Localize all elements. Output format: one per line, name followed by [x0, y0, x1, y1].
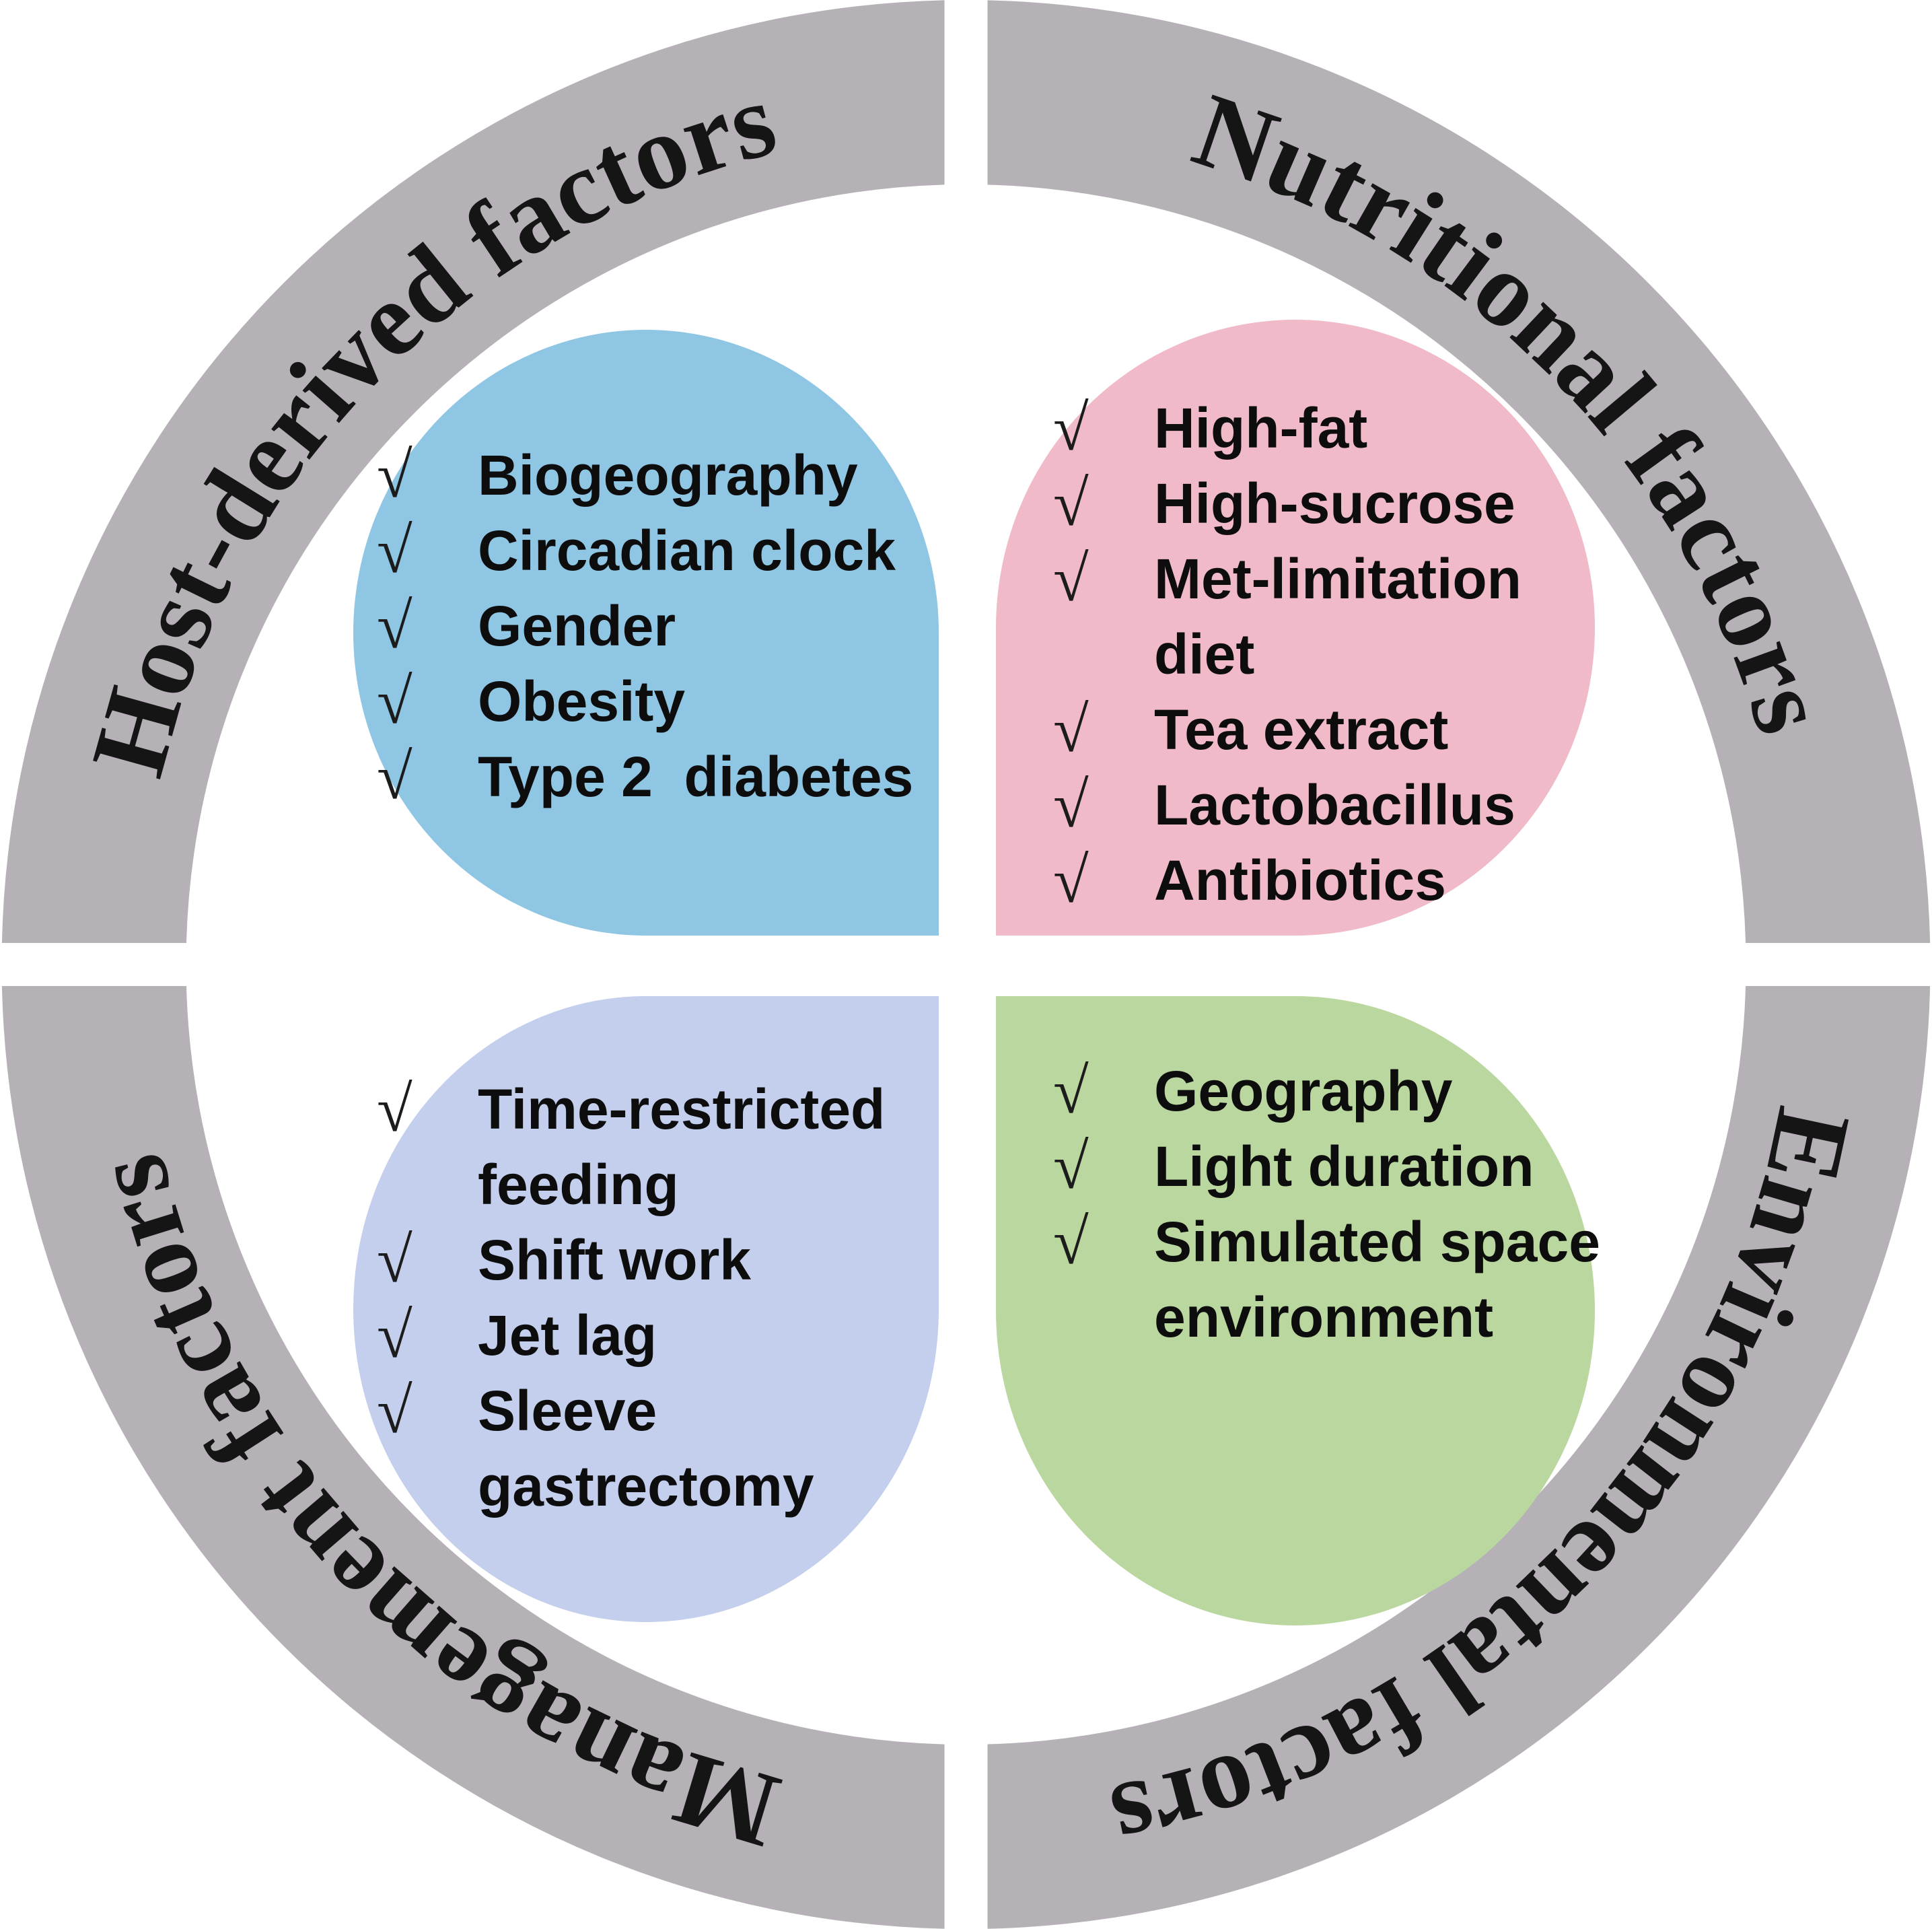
- list-item: √ High-fat: [1053, 390, 1598, 466]
- list-item-label: Type 2 diabetes: [478, 745, 914, 808]
- check-icon: √: [377, 1224, 413, 1296]
- check-icon: √: [1053, 1205, 1089, 1277]
- list-item: √ Tea extract: [1053, 692, 1598, 767]
- check-icon: √: [377, 740, 413, 812]
- ring-gap-vertical: [944, 0, 988, 1929]
- check-icon: √: [377, 439, 413, 511]
- list-item-label: Geography: [1154, 1059, 1453, 1123]
- list-item: √ Obesity: [377, 664, 989, 739]
- list-item: √ Geography: [1053, 1053, 1612, 1129]
- list-item-label: High-sucrose: [1154, 472, 1515, 535]
- list-item: √ Met-limitation diet: [1053, 541, 1598, 692]
- list-management: √ Time-restricted feeding √ Shift work √…: [377, 1072, 908, 1524]
- check-icon: √: [377, 665, 413, 737]
- list-item: √ Type 2 diabetes: [377, 739, 989, 814]
- list-item-label: Simulated space environment: [1154, 1210, 1616, 1349]
- list-item-label: Gender: [478, 594, 676, 658]
- list-item: √ Biogeography: [377, 437, 989, 513]
- petal-nutritional: [996, 320, 1595, 936]
- list-item-label: Tea extract: [1154, 698, 1449, 761]
- check-icon: √: [1053, 1130, 1089, 1202]
- list-item: √ Sleeve gastrectomy: [377, 1373, 908, 1524]
- list-item-label: High-fat: [1154, 396, 1368, 460]
- list-item-label: Met-limitation diet: [1154, 547, 1538, 686]
- list-item-label: Light duration: [1154, 1135, 1534, 1198]
- check-icon: √: [1053, 392, 1089, 464]
- list-item: √ Simulated space environment: [1053, 1204, 1612, 1355]
- check-icon: √: [1053, 844, 1089, 916]
- list-item: √ Circadian clock: [377, 513, 989, 588]
- check-icon: √: [1053, 769, 1089, 841]
- list-item-label: Jet lag: [478, 1304, 657, 1367]
- list-item: √ High-sucrose: [1053, 466, 1598, 541]
- list-environmental: √ Geography √ Light duration √ Simulated…: [1053, 1053, 1612, 1355]
- petal-environmental: [996, 996, 1595, 1625]
- check-icon: √: [377, 1299, 413, 1371]
- list-item-label: Shift work: [478, 1228, 752, 1292]
- list-item: √ Time-restricted feeding: [377, 1072, 908, 1222]
- list-nutritional: √ High-fat √ High-sucrose √ Met-limitati…: [1053, 390, 1598, 918]
- check-icon: √: [1053, 542, 1089, 615]
- list-item: √ Antibiotics: [1053, 843, 1598, 918]
- list-item-label: Lactobacillus: [1154, 773, 1515, 837]
- check-icon: √: [377, 1374, 413, 1446]
- list-item-label: Circadian clock: [478, 519, 896, 582]
- list-item-label: Time-restricted feeding: [478, 1078, 901, 1216]
- list-host-derived: √ Biogeography √ Circadian clock √ Gende…: [377, 437, 989, 814]
- list-item: √ Gender: [377, 588, 989, 664]
- petal-management: [353, 996, 939, 1622]
- list-item-label: Obesity: [478, 670, 686, 733]
- check-icon: √: [1053, 467, 1089, 539]
- list-item-label: Sleeve gastrectomy: [478, 1379, 814, 1518]
- list-item: √ Light duration: [1053, 1129, 1612, 1204]
- check-icon: √: [377, 1073, 413, 1145]
- list-item: √ Jet lag: [377, 1298, 908, 1373]
- check-icon: √: [377, 514, 413, 586]
- petal-host-derived: [353, 330, 939, 936]
- check-icon: √: [377, 590, 413, 662]
- check-icon: √: [1053, 1055, 1089, 1127]
- list-item-label: Antibiotics: [1154, 849, 1446, 912]
- list-item: √ Shift work: [377, 1222, 908, 1298]
- list-item-label: Biogeography: [478, 444, 858, 507]
- check-icon: √: [1053, 693, 1089, 765]
- list-item: √ Lactobacillus: [1053, 767, 1598, 843]
